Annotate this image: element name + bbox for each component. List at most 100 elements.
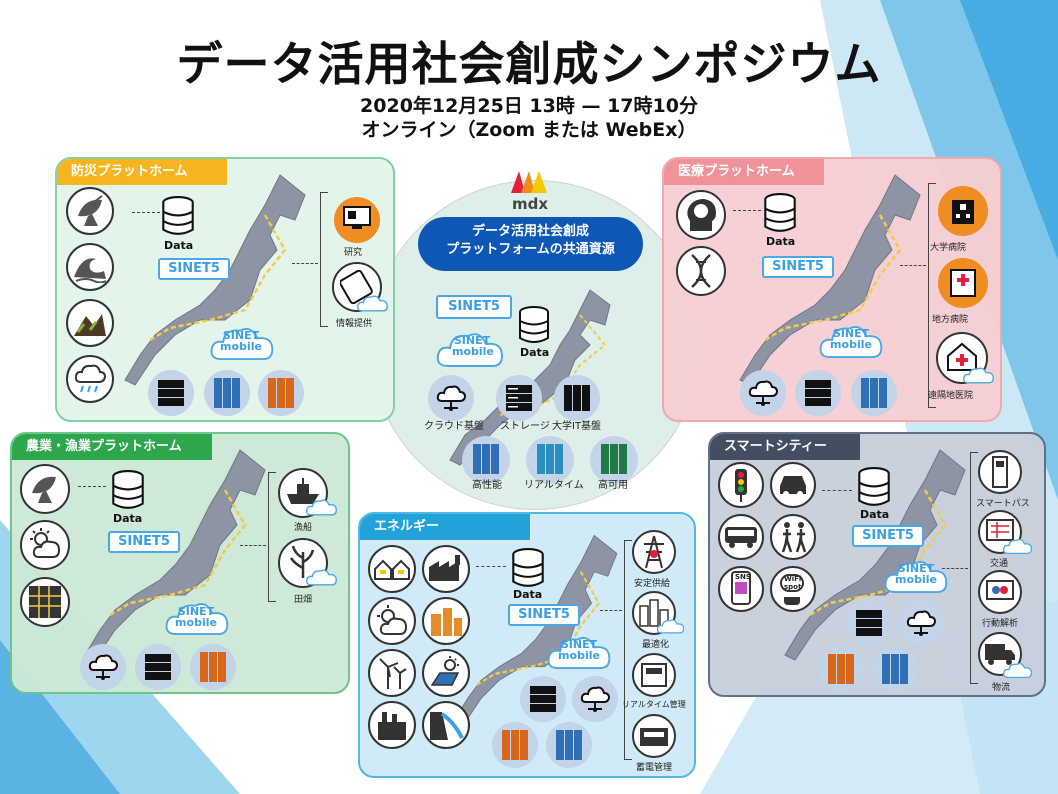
factory-icon bbox=[429, 555, 460, 581]
energy-server-icon bbox=[530, 686, 556, 712]
traffic-board-icon bbox=[986, 519, 1014, 541]
event-venue: オンライン（Zoom または WebEx） bbox=[361, 119, 697, 141]
smart-city-panel-title: スマートシティー bbox=[710, 434, 860, 460]
solar-houses-icon bbox=[374, 559, 410, 580]
agri-sinet-mobile-cloud-icon bbox=[165, 603, 229, 636]
energy-data-label: Data bbox=[513, 588, 543, 601]
agri-satellite-dish-icon bbox=[32, 476, 56, 503]
mdx-brand: mdx bbox=[512, 195, 549, 213]
center-label-high-availability: 高可用 bbox=[598, 480, 628, 491]
wind-turbine-icon bbox=[379, 658, 407, 689]
research-monitor-icon bbox=[343, 206, 371, 229]
brain-head-icon bbox=[687, 199, 716, 231]
logistics-cloud-icon bbox=[1002, 662, 1033, 678]
wind-circle bbox=[368, 649, 416, 697]
center-data-label: Data bbox=[520, 346, 550, 359]
smart-dash-1 bbox=[822, 490, 852, 491]
pedestrians-icon bbox=[781, 522, 807, 553]
energy-bracket bbox=[624, 540, 632, 760]
local-hospital-icon bbox=[950, 269, 976, 297]
information-cloud-icon bbox=[357, 295, 388, 312]
solar-panel-icon bbox=[430, 656, 460, 686]
agri-sinet5-badge: SINET5 bbox=[108, 531, 180, 553]
agri-label-boat: 漁船 bbox=[294, 523, 313, 533]
smart-label-traffic: 交通 bbox=[990, 559, 1009, 569]
car-icon bbox=[780, 476, 806, 497]
wifi-coffee-icon bbox=[780, 574, 804, 605]
smart-bracket bbox=[970, 452, 978, 684]
pill-line1: データ活用社会創成 bbox=[471, 224, 589, 239]
disaster-label-info: 情報提供 bbox=[336, 319, 373, 329]
energy-label-stable: 安定供給 bbox=[634, 579, 671, 589]
center-label-high-performance: 高性能 bbox=[472, 480, 502, 491]
energy-label-battery: 蓄電管理 bbox=[636, 763, 673, 773]
sns-label: SNS bbox=[735, 573, 751, 581]
mdx-logo-icon bbox=[511, 171, 547, 193]
fishing-boat-icon bbox=[287, 478, 319, 504]
smart-sinet5-badge: SINET5 bbox=[852, 525, 924, 547]
agri-database-icon bbox=[112, 470, 144, 509]
agri-satellite-circle bbox=[20, 464, 70, 514]
agri-label-field: 田畑 bbox=[294, 595, 313, 605]
sun-cloud-icon bbox=[30, 528, 61, 558]
medical-label-remote: 遠隔地医院 bbox=[928, 391, 974, 401]
energy-label-realtime: リアルタイム管理 bbox=[622, 700, 686, 709]
realtime-rack-icon bbox=[537, 444, 563, 474]
medical-blue-rack-icon bbox=[861, 378, 887, 408]
storage-server-icon bbox=[506, 385, 532, 411]
smart-label-logistics: 物流 bbox=[992, 683, 1011, 693]
center-sinet-mobile-cloud-icon bbox=[436, 333, 504, 367]
traffic-light-icon bbox=[735, 469, 747, 502]
fishing-boat-cloud-icon bbox=[306, 499, 337, 516]
tsunami-circle bbox=[66, 243, 114, 291]
center-label-university: 大学IT基盤 bbox=[552, 421, 602, 432]
high-performance-rack-icon bbox=[473, 444, 499, 474]
medical-database-icon bbox=[764, 193, 796, 232]
energy-panel-title: エネルギー bbox=[360, 514, 530, 540]
disaster-data-label: Data bbox=[164, 239, 194, 252]
disaster-database-icon bbox=[162, 196, 194, 235]
smart-orange-rack-icon bbox=[828, 654, 854, 684]
tablet-icon bbox=[340, 270, 373, 304]
bus-icon bbox=[725, 527, 757, 548]
center-sinet5-badge: SINET5 bbox=[436, 295, 512, 319]
medical-bracket bbox=[928, 183, 936, 408]
energy-blue-rack-icon bbox=[556, 730, 582, 760]
smart-cloud-network-icon bbox=[906, 610, 936, 636]
truck-icon bbox=[985, 644, 1015, 665]
smart-label-pass: スマートパス bbox=[976, 499, 1030, 509]
agri-data-label: Data bbox=[113, 512, 143, 525]
dna-icon bbox=[691, 254, 711, 288]
disaster-server-icon bbox=[158, 380, 184, 406]
disaster-dash-1 bbox=[132, 212, 160, 213]
behavior-analysis-circle bbox=[978, 570, 1022, 614]
agri-orange-rack-icon bbox=[200, 652, 226, 682]
disaster-panel-title: 防災プラットホーム bbox=[57, 159, 227, 185]
behavior-monitor-icon bbox=[986, 580, 1014, 600]
medical-sinet5-badge: SINET5 bbox=[762, 256, 834, 278]
agri-cloud-network-icon bbox=[88, 654, 118, 680]
agri-dash-1 bbox=[78, 486, 106, 487]
medical-data-label: Data bbox=[766, 235, 796, 248]
smart-pass-gate-icon bbox=[992, 456, 1008, 488]
energy-sinet-mobile-cloud-icon bbox=[547, 637, 611, 670]
city-buildings-icon bbox=[431, 608, 462, 636]
tsunami-wave-icon bbox=[74, 258, 107, 283]
page-title: データ活用社会創成シンポジウム bbox=[176, 37, 882, 91]
remote-clinic-cloud-icon bbox=[963, 367, 994, 384]
disaster-blue-rack-icon bbox=[214, 378, 240, 408]
disaster-orange-rack-icon bbox=[268, 378, 294, 408]
center-database-icon bbox=[519, 306, 549, 343]
optimization-cloud-icon bbox=[656, 619, 685, 634]
medical-dash-2 bbox=[900, 265, 926, 266]
disaster-sinet-mobile-cloud-icon bbox=[210, 328, 274, 361]
energy-dash-1 bbox=[476, 566, 506, 567]
agri-japan-map bbox=[84, 449, 266, 661]
medical-server-icon bbox=[805, 380, 831, 406]
energy-orange-rack-icon bbox=[502, 730, 528, 760]
remote-clinic-icon bbox=[947, 342, 977, 371]
